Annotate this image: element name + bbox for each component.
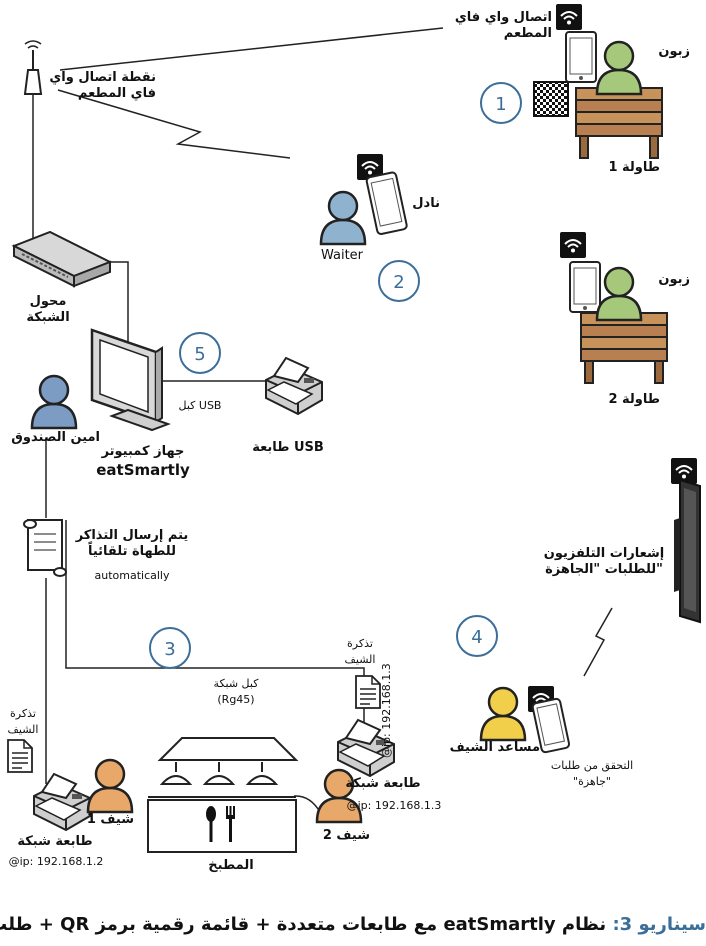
- step-circle-1: [480, 82, 522, 124]
- caption-prefix: سيناريو 3:: [612, 914, 706, 935]
- figure-caption: سيناريو 3: نظام eatSmartly مع طابعات متع…: [0, 908, 706, 946]
- caption-text: نظام eatSmartly مع طابعات متعددة + قائمة…: [0, 914, 607, 935]
- wifi-icon: [670, 457, 698, 485]
- kitchen-lamp-icon: [204, 761, 234, 785]
- step-circle-4: [456, 615, 498, 657]
- waiter-avatar: [319, 190, 367, 246]
- customer-2-avatar: [595, 266, 643, 322]
- label-wifi-connection: اتصال واي فاي المطعم: [454, 10, 552, 41]
- label-customer-1: زبون: [658, 44, 690, 59]
- label-waiter-en: Waiter: [320, 248, 364, 263]
- label-usb-cable: كبل USB: [178, 399, 222, 412]
- wifi-icon: [555, 3, 583, 31]
- label-computer-line1: جهاز كمبيوتر: [101, 444, 185, 459]
- label-printer-ip-right: @ip: 192.168.1.3: [346, 799, 442, 812]
- line-chef2-to-kitchen: [293, 795, 321, 813]
- wifi-icon: [559, 231, 587, 259]
- access-point-icon: [23, 40, 43, 95]
- document-icon: [7, 739, 33, 773]
- label-network-printer-left: طابعة شبكة: [17, 834, 93, 849]
- step-circles: 1 2 3 4 5: [149, 82, 522, 669]
- step-circle-5: [179, 332, 221, 374]
- wireless-tv-to-sous-chef: [583, 607, 613, 677]
- customer-1-avatar: [595, 40, 643, 96]
- label-sous-chef: مساعد الشيف: [449, 740, 540, 755]
- label-check-orders: التحقق من طلبات "جاهزة": [550, 759, 634, 788]
- scroll-icon: [23, 519, 67, 577]
- table-2-graphic: [580, 312, 668, 384]
- label-network-cable: كبل شبكة (Rg45): [213, 677, 259, 706]
- tv-icon: [674, 478, 701, 624]
- wireless-signals: [57, 27, 613, 677]
- label-chef-2: شيف 2: [322, 828, 370, 843]
- phone-icon: [565, 31, 597, 83]
- label-customer-2: زبون: [658, 272, 690, 287]
- network-switch-icon: [11, 230, 113, 288]
- step-number-5: 5: [194, 344, 205, 365]
- document-icon: [355, 675, 381, 709]
- tablet-icon: [365, 171, 408, 235]
- label-printer-ip-left: @ip: 192.168.1.2: [8, 855, 104, 868]
- kitchen-lamp-icon: [161, 761, 191, 785]
- printer-icon: [33, 773, 91, 831]
- label-access-point: نقطة اتصال واي فاي المطعم: [49, 70, 156, 101]
- label-printer-ip-vertical: @ip: 192.168.1.3: [380, 663, 393, 758]
- label-kitchen: المطبخ: [208, 858, 254, 873]
- spoon-icon: [206, 806, 216, 842]
- kitchen-illustration: [147, 737, 299, 853]
- label-chef-ticket-left: تذكرة الشيف: [7, 707, 39, 736]
- fork-icon: [226, 806, 235, 842]
- step-number-4: 4: [471, 627, 482, 648]
- label-computer-line2: eatSmartly: [96, 461, 190, 479]
- label-cashier: امين الصندوق: [11, 430, 100, 445]
- chef-1-avatar: [86, 758, 134, 814]
- step-circle-2: [378, 260, 420, 302]
- label-network-printer-right: طابعة شبكة: [345, 776, 421, 791]
- label-waiter-ar: نادل: [412, 196, 440, 211]
- label-tickets-sent-en: automatically: [94, 569, 170, 582]
- label-chef-ticket-right: تذكرة الشيف: [344, 637, 376, 666]
- wireless-ap-to-customer1: [59, 27, 444, 71]
- step-number-3: 3: [164, 639, 175, 660]
- computer-monitor-icon: [90, 328, 171, 432]
- table-1-graphic: [575, 87, 663, 159]
- line-switch-to-computer: [110, 261, 129, 344]
- label-table-2: طاولة 2: [608, 392, 660, 407]
- printer-icon: [265, 357, 323, 415]
- tablet-icon: [531, 697, 571, 754]
- step-number-1: 1: [495, 94, 506, 115]
- step-number-2: 2: [393, 272, 404, 293]
- wireless-ap-to-waiter: [57, 89, 291, 159]
- label-usb-printer: طابعة USB: [252, 440, 324, 455]
- label-table-1: طاولة 1: [608, 160, 660, 175]
- phone-icon: [569, 261, 601, 313]
- sous-chef-avatar: [479, 686, 527, 742]
- label-tickets-sent: يتم إرسال التذاكر للطهاة تلقائياً: [75, 528, 189, 559]
- label-tv-notifications: إشعارات التلفزيون للطلبات "الجاهزة": [543, 546, 665, 577]
- kitchen-lamp-icon: [247, 761, 277, 785]
- label-chef-1: شيف 1: [86, 812, 134, 827]
- qr-code-icon: [533, 81, 569, 117]
- label-network-switch: محول الشبكة: [26, 294, 70, 325]
- cashier-avatar: [30, 374, 78, 430]
- step-circle-3: [149, 627, 191, 669]
